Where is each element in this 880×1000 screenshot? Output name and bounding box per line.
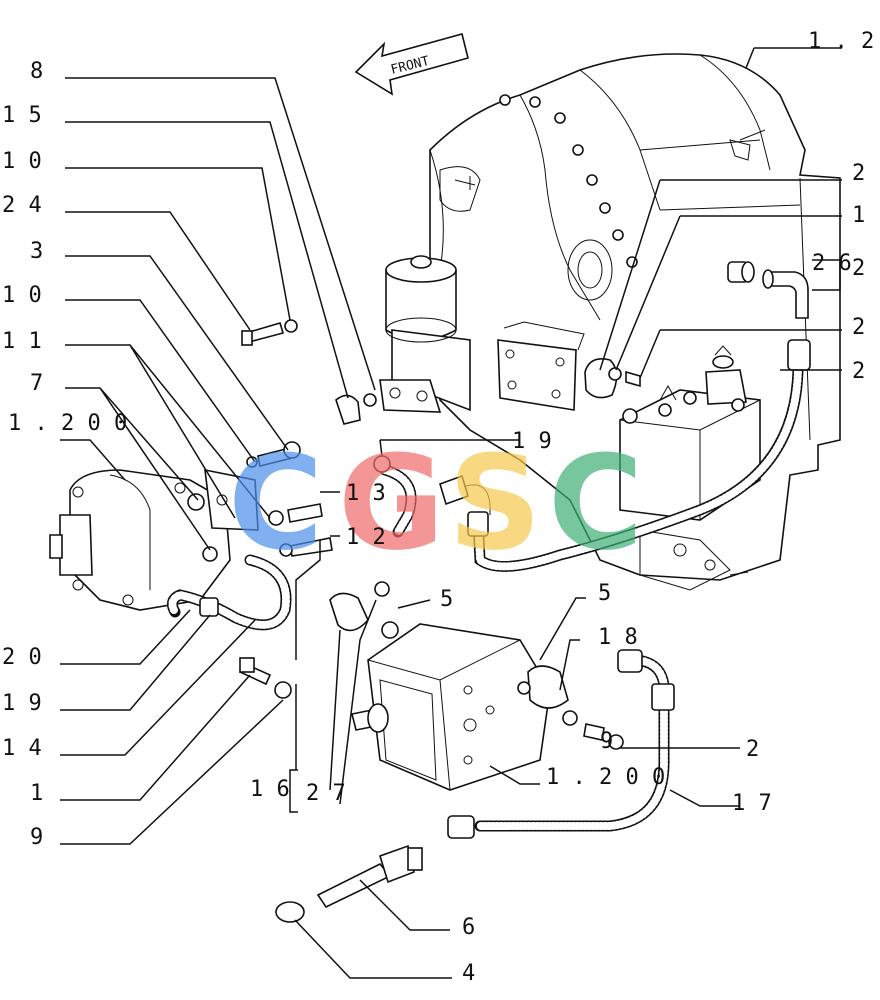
callout-1-right: 1	[852, 203, 865, 228]
watermark-letter-s: S	[448, 427, 542, 579]
watermark: C G S C	[228, 427, 643, 579]
callout-19-left: 1 9	[2, 691, 42, 716]
callout-9-left: 9	[30, 825, 43, 850]
callout-17: 1 7	[732, 791, 772, 816]
callout-18: 1 8	[598, 625, 638, 650]
callout-2-c: 2	[852, 315, 865, 340]
braided-pipe-17	[447, 649, 675, 839]
callout-4: 4	[462, 961, 475, 986]
hose-14	[166, 554, 292, 631]
callout-3: 3	[30, 239, 43, 264]
callout-5-right: 5	[598, 581, 611, 606]
fasteners-left	[239, 319, 377, 699]
leader-lines	[60, 47, 842, 979]
watermark-letter-c1: C	[228, 427, 323, 579]
callout-20: 2 0	[2, 645, 42, 670]
callout-7: 7	[30, 371, 43, 396]
callout-10-second: 1 0	[2, 283, 42, 308]
callout-9-right: 9	[600, 729, 613, 754]
callout-16: 1 6	[250, 777, 290, 802]
callout-1-200-left: 1 . 2 0 0	[8, 411, 127, 436]
pump-bottom	[329, 581, 624, 791]
callout-1-left: 1	[30, 781, 43, 806]
callout-26: 2 6	[812, 251, 852, 276]
elbow-fitting	[727, 261, 809, 319]
callout-27: 2 7	[306, 781, 346, 806]
callout-1-200-bottom: 1 . 2 0 0	[546, 765, 665, 790]
filter-canister	[379, 255, 471, 413]
callout-14: 1 4	[2, 736, 42, 761]
front-arrow: FRONT	[354, 33, 469, 96]
callout-24: 2 4	[2, 193, 42, 218]
callout-labels: 8 1 5 1 0 2 4 3 1 0 1 1 7 1 . 2 0 0 2 0 …	[2, 29, 874, 986]
bolt-2	[625, 370, 641, 388]
callout-6: 6	[462, 915, 475, 940]
washer-1	[608, 367, 622, 381]
callout-2-e: 2	[746, 737, 759, 762]
valve-block	[619, 345, 761, 591]
washer-4	[275, 901, 305, 923]
callout-12: 1 2	[346, 525, 386, 550]
braided-pipe-right	[439, 339, 811, 572]
callout-1-2-top: 1 . 2	[808, 29, 874, 54]
callout-8: 8	[30, 59, 43, 84]
sensor-6	[316, 844, 423, 909]
callout-10: 1 0	[2, 149, 42, 174]
callout-2-d: 2	[852, 359, 865, 384]
callout-5-left: 5	[440, 587, 453, 612]
cover-plate	[497, 321, 585, 411]
callout-11: 1 1	[2, 329, 42, 354]
watermark-letter-g: G	[338, 427, 445, 579]
callout-2-b: 2	[852, 256, 865, 281]
callout-13: 1 3	[346, 481, 386, 506]
callout-15: 1 5	[2, 103, 42, 128]
watermark-letter-c2: C	[548, 427, 643, 579]
pump-left	[49, 468, 259, 611]
callout-2-a: 2	[852, 161, 865, 186]
callout-19-center: 1 9	[512, 429, 552, 454]
